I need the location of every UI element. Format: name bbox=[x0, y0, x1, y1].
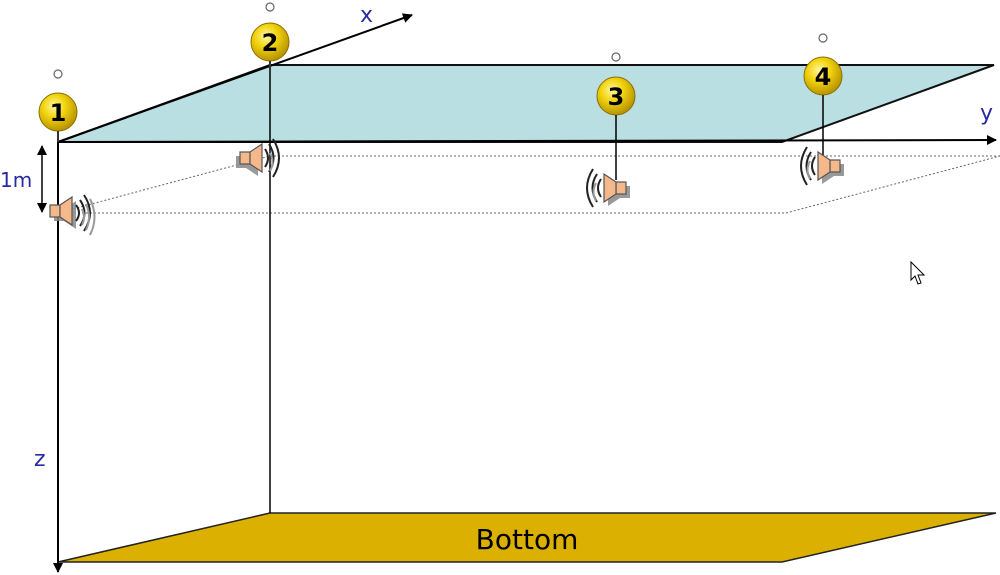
buoy-ring bbox=[818, 33, 828, 43]
depth-plane-outline bbox=[57, 155, 1000, 214]
buoy-number: 2 bbox=[262, 29, 279, 57]
speaker-icon bbox=[49, 194, 96, 236]
buoy-ring bbox=[265, 2, 275, 12]
buoy-ring bbox=[53, 69, 63, 79]
speaker-icon bbox=[235, 138, 280, 178]
water-surface-plane bbox=[57, 64, 995, 143]
buoy-3: 3 bbox=[596, 52, 636, 124]
buoy-number: 4 bbox=[815, 63, 832, 91]
buoy-1: 1 bbox=[38, 69, 78, 142]
bottom-plane bbox=[57, 512, 997, 563]
buoy-number: 3 bbox=[608, 83, 625, 111]
bottom-label: Bottom bbox=[476, 523, 579, 556]
y-axis-label: y bbox=[980, 101, 993, 126]
buoy-2: 2 bbox=[250, 2, 290, 70]
buoy-number: 1 bbox=[50, 99, 67, 127]
buoy-4: 4 bbox=[803, 33, 843, 104]
depth-label: 1m bbox=[0, 168, 32, 192]
x-axis-arrow bbox=[57, 13, 413, 143]
speaker-icon bbox=[586, 168, 631, 208]
y-axis-arrow bbox=[57, 135, 997, 146]
x-axis-label: x bbox=[360, 3, 373, 28]
z-axis-label: z bbox=[34, 447, 46, 472]
mouse-cursor-icon bbox=[910, 260, 926, 285]
buoy-ring bbox=[611, 52, 621, 62]
